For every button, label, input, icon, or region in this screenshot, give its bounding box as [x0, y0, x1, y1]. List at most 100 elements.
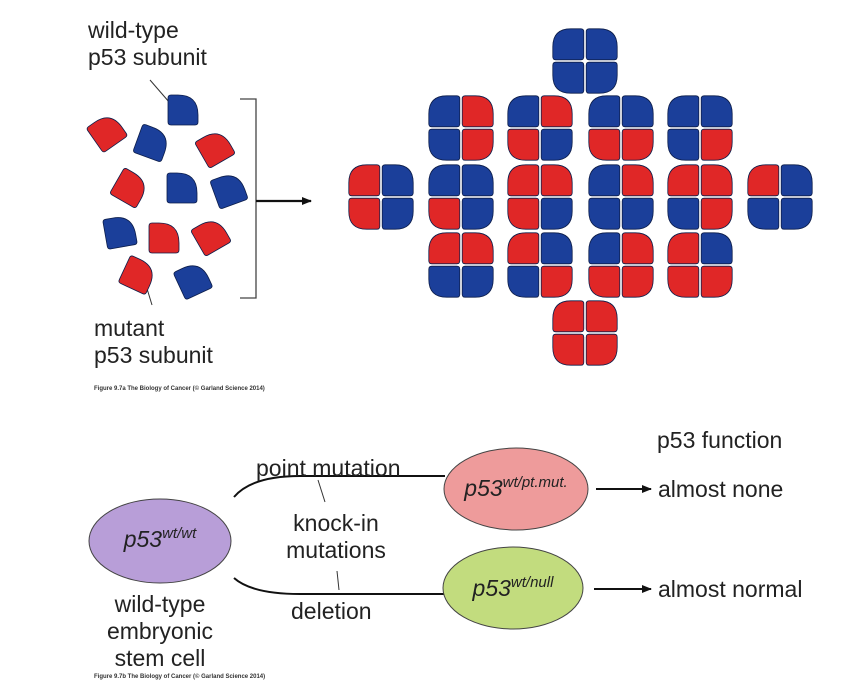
mutant-subunit: [621, 164, 654, 197]
loose-wild-type-subunit: [102, 217, 138, 250]
mutant-subunit: [552, 300, 585, 333]
tetramer: [428, 164, 494, 230]
wild-type-subunit: [585, 61, 618, 94]
wild-type-subunit: [585, 28, 618, 61]
mutant-subunit: [621, 128, 654, 161]
wild-type-subunit: [540, 232, 573, 265]
p53-function-header: p53 function: [657, 427, 783, 453]
stem-cell-description: wild-type embryonic stem cell: [90, 591, 230, 672]
loose-wild-type-subunit: [173, 265, 213, 300]
mutant-subunit-label: mutant p53 subunit: [94, 315, 213, 369]
wild-type-subunit: [428, 265, 461, 298]
tetramer: [588, 164, 654, 230]
tetramer: [507, 164, 573, 230]
knock-in-line1: knock-in: [293, 510, 379, 536]
wild-type-subunit: [381, 197, 414, 230]
mutant-subunit: [700, 265, 733, 298]
stem-cell-ellipse: [88, 498, 232, 584]
stem-cell-genotype-base: p53: [123, 526, 163, 552]
mutant-subunit: [588, 265, 621, 298]
loose-wild-type-subunit: [210, 175, 248, 209]
null-genotype-base: p53: [472, 575, 511, 601]
mutant-subunit: [348, 197, 381, 230]
tetramer: [428, 232, 494, 298]
loose-mutant-subunit: [191, 221, 231, 256]
wild-type-subunit: [621, 95, 654, 128]
wild-type-subunit: [621, 197, 654, 230]
mutant-subunit: [621, 265, 654, 298]
loose-wild-type-subunit: [166, 172, 198, 204]
stem-cell-line3: stem cell: [114, 645, 206, 671]
mutant-subunit: [667, 164, 700, 197]
wild-type-label-line2: p53 subunit: [88, 44, 207, 70]
wild-type-subunit: [552, 61, 585, 94]
mutant-subunit: [348, 164, 381, 197]
wild-type-subunit: [780, 197, 813, 230]
point-mutation-label: point mutation: [256, 455, 401, 481]
mutant-subunit: [700, 128, 733, 161]
tetramer: [667, 232, 733, 298]
wild-type-subunit: [381, 164, 414, 197]
tetramer: [552, 28, 618, 94]
wild-type-subunit: [461, 197, 494, 230]
deletion-arrow: [233, 577, 445, 595]
mutant-subunit: [428, 197, 461, 230]
mutant-subunit: [540, 95, 573, 128]
mutant-subunit: [700, 197, 733, 230]
deletion-label: deletion: [291, 598, 372, 624]
tetramer: [747, 164, 813, 230]
mutant-subunit: [461, 95, 494, 128]
mutant-subunit: [588, 128, 621, 161]
mutant-subunit: [621, 232, 654, 265]
wild-type-label-line1: wild-type: [88, 17, 179, 43]
wild-type-subunit: [700, 232, 733, 265]
mutant-subunit: [507, 197, 540, 230]
tetramer: [667, 95, 733, 161]
mutant-subunit: [540, 164, 573, 197]
mutant-subunit: [461, 128, 494, 161]
tetramer: [552, 300, 618, 366]
knock-in-line2: mutations: [286, 537, 386, 563]
result-almost-none: almost none: [658, 476, 784, 502]
mutant-subunit: [667, 265, 700, 298]
tetramer: [588, 95, 654, 161]
stem-cell-line2: embryonic: [106, 618, 214, 644]
mutant-subunit: [700, 164, 733, 197]
tetramer: [348, 164, 414, 230]
wild-type-subunit: [700, 95, 733, 128]
knock-in-mutations-label: knock-in mutations: [276, 510, 396, 564]
point-mutant-genotype-sup: wt/pt.mut.: [502, 474, 568, 491]
wild-type-subunit: [667, 197, 700, 230]
tetramer: [667, 164, 733, 230]
stem-cell-genotype-sup: wt/wt: [162, 525, 197, 542]
figure-b-caption: Figure 9.7b The Biology of Cancer (© Gar…: [94, 674, 266, 680]
null-ellipse: [442, 546, 584, 630]
tetramer: [507, 232, 573, 298]
wild-type-subunit: [747, 197, 780, 230]
mutant-label-line1: mutant: [94, 315, 165, 341]
subunit-bracket: [240, 98, 257, 299]
loose-mutant-subunit: [110, 168, 145, 208]
result-almost-normal: almost normal: [658, 576, 803, 602]
knock-in-pointer-upper: [317, 479, 326, 503]
loose-mutant-subunit: [148, 222, 180, 254]
mutant-subunit: [552, 333, 585, 366]
figure-a-caption: Figure 9.7a The Biology of Cancer (© Gar…: [94, 386, 265, 392]
tetramer: [507, 95, 573, 161]
tetramer: [588, 232, 654, 298]
mutant-subunit: [461, 232, 494, 265]
wild-type-subunit: [507, 95, 540, 128]
point-mutant-ellipse: [443, 447, 589, 531]
wild-type-subunit: [588, 232, 621, 265]
mutant-subunit: [507, 232, 540, 265]
wild-type-subunit: [461, 265, 494, 298]
loose-wild-type-subunit: [167, 94, 199, 126]
loose-mutant-subunit: [195, 133, 235, 168]
stem-cell-line1: wild-type: [114, 591, 206, 617]
wild-type-subunit: [667, 95, 700, 128]
loose-mutant-subunit: [118, 255, 153, 295]
loose-mutant-subunit: [86, 117, 128, 153]
null-genotype: p53wt/null: [443, 575, 583, 602]
mutant-label-line2: p53 subunit: [94, 342, 213, 368]
wild-type-subunit: [540, 197, 573, 230]
